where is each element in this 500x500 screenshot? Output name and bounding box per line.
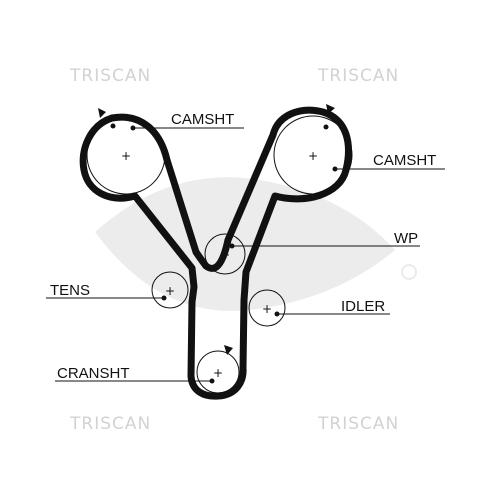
label-crankshaft: CRANSHT <box>57 365 130 382</box>
label-tensioner: TENS <box>50 282 91 299</box>
watermark-bottom-left: TRISCAN <box>70 414 152 434</box>
svg-text:+: + <box>262 302 272 316</box>
label-camshaft-right: CAMSHT <box>373 152 437 169</box>
water-pump-pulley: + <box>204 233 246 275</box>
watermark-top-left: TRISCAN <box>70 66 152 86</box>
label-idler: IDLER <box>341 298 386 315</box>
svg-text:+: + <box>308 149 318 163</box>
camshaft-right-pulley: + <box>273 115 353 195</box>
camshaft-left-pulley: + <box>86 115 166 195</box>
svg-text:+: + <box>220 248 230 262</box>
label-water-pump: WP <box>394 230 419 247</box>
tensioner-pulley: + <box>151 271 189 309</box>
timing-dot-right <box>323 124 329 130</box>
watermark-top-right: TRISCAN <box>318 66 400 86</box>
gates-logo-watermark <box>95 177 417 312</box>
timing-mark-arrow-crank <box>224 345 233 355</box>
svg-text:+: + <box>213 366 223 380</box>
idler-pulley: + <box>248 289 286 327</box>
timing-mark-arrow-right <box>326 104 335 114</box>
svg-text:+: + <box>121 149 131 163</box>
svg-text:+: + <box>165 284 175 298</box>
timing-belt <box>79 106 352 400</box>
timing-dot-left <box>110 123 116 129</box>
watermark-bottom-right: TRISCAN <box>318 414 400 434</box>
label-camshaft-left: CAMSHT <box>171 111 235 128</box>
timing-mark-arrow-left <box>98 108 106 118</box>
crankshaft-pulley: + <box>196 350 240 394</box>
